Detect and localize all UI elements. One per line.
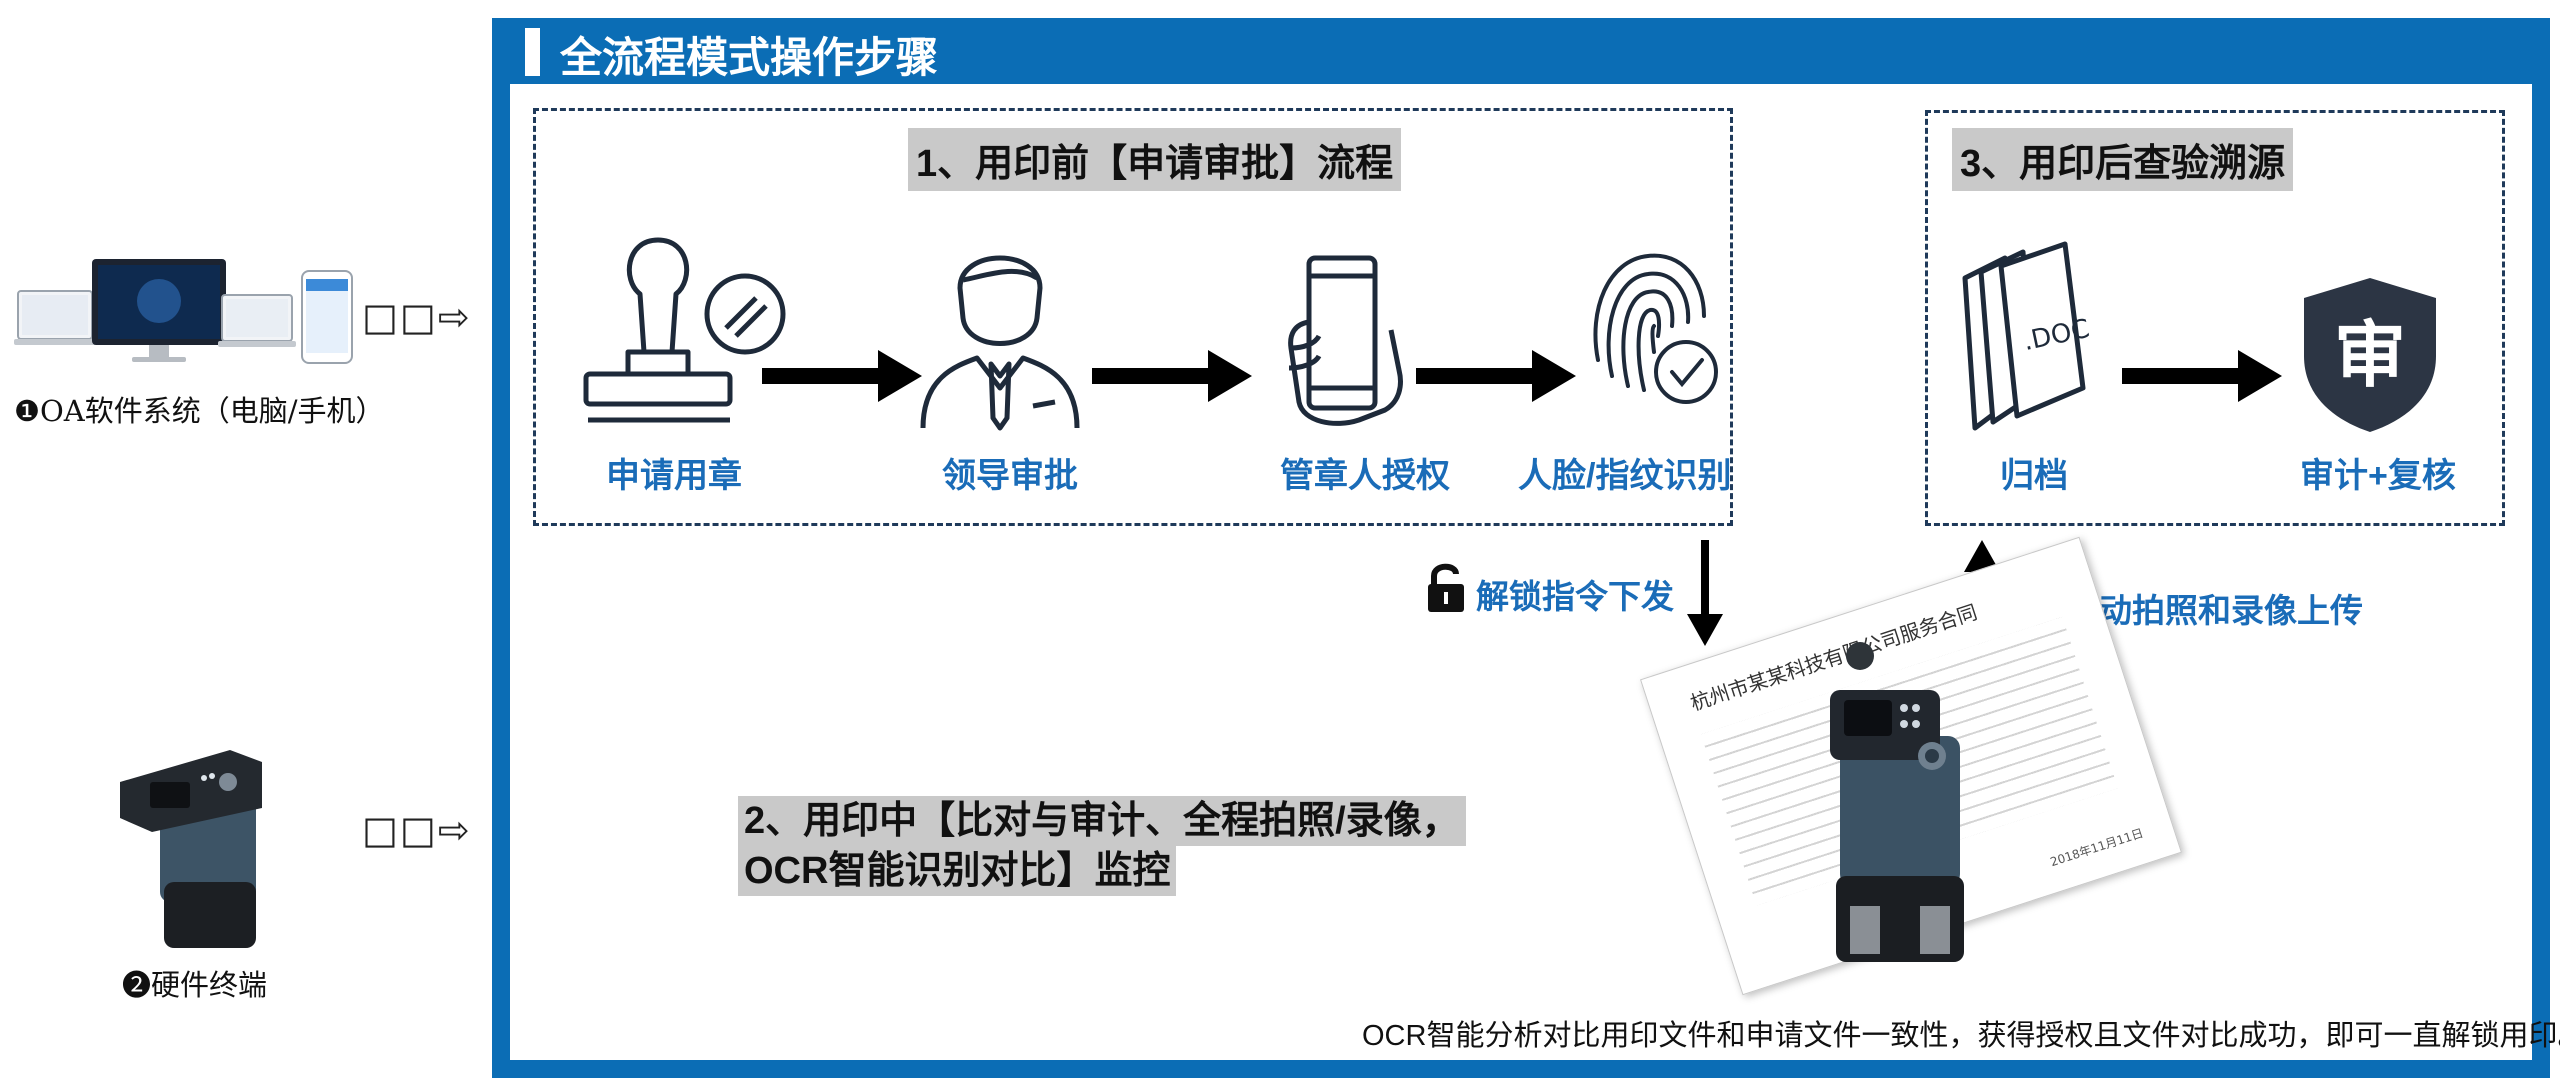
seal-terminal-device [1830,642,1964,962]
hardware-terminal-text: 硬件终端 [151,968,268,1002]
shield-text: 审 [2334,313,2406,397]
section2-title-line1: 2、用印中【比对与审计、全程拍照/录像， [738,796,1466,846]
step-face-fingerprint: 人脸/指纹识别 [1518,457,1732,495]
hardware-terminal-label: ❷硬件终端 [122,962,267,1004]
bullet-2: ❷ [122,968,152,1002]
oa-devices-image [14,259,353,364]
arrow-3-icon [1416,350,1576,402]
oa-to-flow-arrow: □□⇨ [362,295,472,339]
step-keeper-authorize: 管章人授权 [1280,457,1450,495]
hardware-terminal-image [120,750,262,948]
section3-box [1925,110,2505,526]
step-leader-approval: 领导审批 [942,457,1078,495]
title-accent-bar [525,28,540,76]
auto-upload-label: 自动拍照和录像上传 [2066,592,2363,629]
down-arrow-icon [1687,540,1723,646]
arrow-1-icon [762,350,922,402]
leader-approval-icon [920,255,1080,431]
frame-title: 全流程模式操作步骤 [560,34,939,81]
doc-archive-icon: .DOC [1962,241,2092,431]
frame-content [510,84,2532,1060]
unlock-command-label: 解锁指令下发 [1476,578,1674,615]
bottom-note: OCR智能分析对比用印文件和申请文件一致性，获得授权且文件对比成功，即可一直解锁… [1362,1020,2560,1052]
arrow-4-icon [2122,350,2282,402]
section2-title-line2: OCR智能识别对比】监控 [738,846,1177,896]
section1-box [533,108,1733,526]
step-apply-seal: 申请用章 [606,457,742,495]
section3-title: 3、用印后查验溯源 [1952,128,2294,191]
phone-authorize-icon [1288,255,1403,426]
contract-date: 2018年11月11日 [2048,825,2146,870]
step-audit-review: 审计+复核 [2300,457,2456,495]
hardware-to-flow-arrow: □□⇨ [362,808,472,852]
arrow-2-icon [1092,350,1252,402]
fingerprint-icon [1593,253,1718,404]
bullet-1: ❶ [14,394,40,428]
section1-title: 1、用印前【申请审批】流程 [908,128,1402,191]
audit-shield-icon: 审 [2304,278,2436,432]
step-archive: 归档 [2000,457,2068,495]
stamp-icon [583,237,786,423]
unlock-icon [1428,563,1464,612]
oa-system-label: ❶OA软件系统（电脑/手机） [14,388,385,430]
oa-system-text: OA软件系统（电脑/手机） [40,394,385,428]
